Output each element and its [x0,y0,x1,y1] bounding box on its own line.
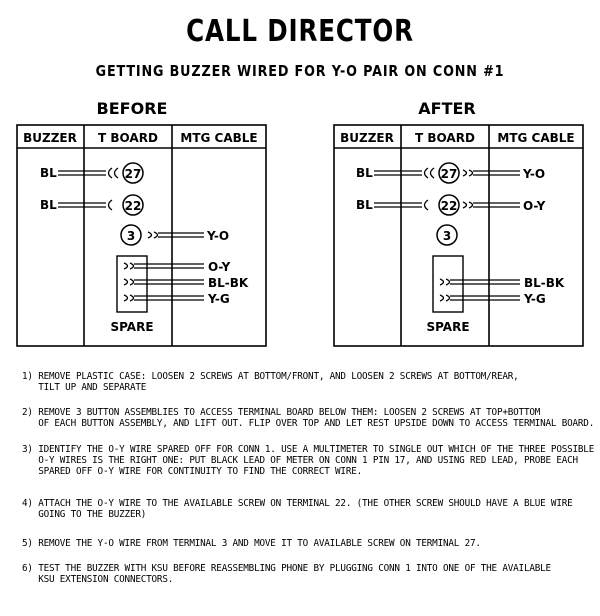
after-terminal-27 [438,162,460,184]
svg-text:22: 22 [441,199,458,213]
after-terminal-3 [436,224,458,246]
after-wire-label-bl-2: BL [356,198,373,212]
before-col-tboard: T BOARD [98,131,158,145]
wiring-diagram: BEFORE BUZZER T BOARD MTG CABLE BL 27 BL… [16,99,584,347]
instruction-step-6: 6) Test the buzzer with KSU before reass… [22,563,551,585]
after-wire-label-bl-1: BL [356,166,373,180]
before-table-frame [16,124,267,347]
svg-text:27: 27 [441,167,458,181]
page-title: CALL DIRECTOR [186,14,414,49]
instruction-step-1: 1) Remove plastic case: loosen 2 screws … [22,371,519,393]
before-wire-label-bl-1: BL [40,166,57,180]
svg-text:3: 3 [443,229,451,243]
before-spare-label: SPARE [110,320,153,334]
after-mtg-yo: Y-O [522,167,545,181]
after-table-frame [333,124,584,347]
after-panel: AFTER BUZZER T BOARD MTG CABLE BL 27 Y-O… [333,99,584,347]
after-col-tboard: T BOARD [415,131,475,145]
before-terminal-3 [120,224,142,246]
instruction-step-2: 2) Remove 3 button assemblies to access … [22,407,595,429]
before-spare-yg: Y-G [207,292,230,306]
instruction-step-4: 4) Attach the O-Y wire to the available … [22,498,573,520]
before-spare-blbk: BL-BK [208,276,249,290]
instruction-step-5: 5) Remove the Y-O wire from terminal 3 a… [22,538,481,549]
before-heading: BEFORE [97,99,168,118]
page-subtitle: GETTING BUZZER WIRED FOR Y-O PAIR ON CON… [95,62,505,80]
after-mtg-oy: O-Y [523,199,546,213]
before-col-mtg: MTG CABLE [180,131,257,145]
after-spare-yg: Y-G [523,292,546,306]
after-col-mtg: MTG CABLE [497,131,574,145]
svg-text:27: 27 [125,167,142,181]
svg-text:3: 3 [127,229,135,243]
before-terminal-27 [122,162,144,184]
before-mtg-yo: Y-O [206,229,229,243]
after-terminal-22 [438,194,460,216]
after-col-buzzer: BUZZER [340,131,394,145]
before-terminal-22 [122,194,144,216]
svg-text:22: 22 [125,199,142,213]
before-col-buzzer: BUZZER [23,131,77,145]
after-spare-label: SPARE [426,320,469,334]
after-heading: AFTER [418,99,475,118]
before-wire-label-bl-2: BL [40,198,57,212]
before-panel: BEFORE BUZZER T BOARD MTG CABLE BL 27 BL… [16,99,267,347]
before-spare-oy: O-Y [208,260,231,274]
after-spare-blbk: BL-BK [524,276,565,290]
instruction-step-3: 3) Identify the O-Y wire spared off for … [22,444,595,477]
